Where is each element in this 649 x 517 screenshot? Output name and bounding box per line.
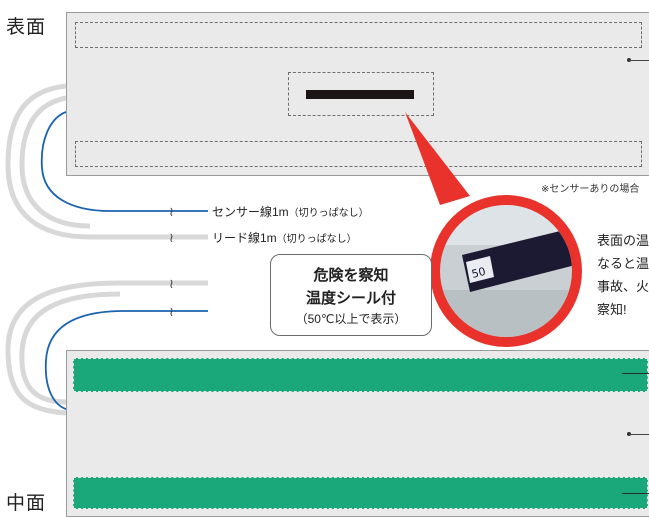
lead-wire-top-inner (19, 95, 91, 229)
top-panel-lower-zone (75, 141, 642, 167)
top-panel (66, 12, 649, 176)
magnified-seal (462, 225, 572, 292)
middle-panel (66, 350, 649, 517)
magnifier-pointer (405, 112, 470, 205)
middle-panel-pointer-line (629, 434, 649, 435)
lead-wire-top-outer (5, 83, 170, 240)
side-text-line-1: 表面の温 (597, 233, 649, 248)
lead-wire-bottom-outer (5, 280, 121, 416)
temperature-seal-zone (288, 72, 434, 116)
middle-face-label: 中面 (6, 493, 47, 514)
lead-wire-name: リード線1m (212, 231, 277, 245)
sensor-wire-bottom-curve (44, 310, 121, 411)
middle-upper-pointer (622, 373, 649, 374)
callout-line-3: （50℃以上で表示） (295, 312, 407, 326)
side-text-line-3: 事故、火 (597, 279, 649, 294)
temperature-seal-callout: 危険を察知 温度シール付 （50℃以上で表示） (270, 254, 432, 336)
middle-panel-lower-heater (73, 477, 648, 509)
callout-line-1: 危険を察知 (313, 267, 389, 284)
svg-text:50: 50 (470, 265, 487, 281)
middle-lower-pointer (622, 493, 649, 494)
lead-wire-label: リード線1m（切りっぱなし） (212, 229, 357, 246)
middle-panel-upper-heater (73, 358, 648, 392)
break-mark-lead: ≀ (169, 231, 174, 246)
sensor-case-note: ※センサーありの場合 (541, 184, 640, 195)
top-panel-pointer-line (629, 60, 649, 61)
break-mark-bottom-b: ≀ (169, 305, 174, 320)
sensor-wire-label: センサー線1m（切りっぱなし） (212, 203, 369, 220)
sensor-wire-top (40, 111, 170, 212)
top-face-label: 表面 (6, 17, 47, 38)
lead-wire-note: （切りっぱなし） (276, 234, 357, 245)
top-panel-upper-zone (75, 22, 642, 48)
lead-wire-bottom-inner (19, 291, 121, 405)
temperature-seal-bar (306, 90, 414, 99)
break-mark-sensor: ≀ (169, 205, 174, 220)
sensor-wire-note: （切りっぱなし） (288, 208, 369, 219)
sensor-wire-name: センサー線1m (212, 205, 289, 219)
side-text-line-4: 察知! (597, 302, 627, 317)
side-text-line-2: なると温 (597, 256, 649, 271)
break-mark-bottom-a: ≀ (169, 277, 174, 292)
callout-line-2: 温度シール付 (305, 290, 396, 307)
